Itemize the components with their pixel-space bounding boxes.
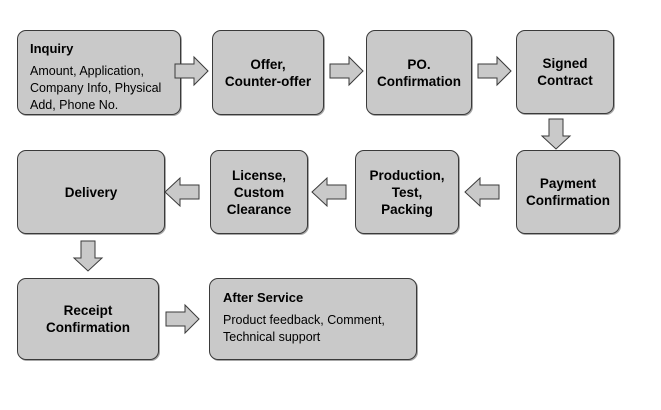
node-signed-contract-title: Signed Contract [537, 56, 593, 88]
node-delivery[interactable]: Delivery [17, 150, 165, 234]
node-inquiry-body: Amount, Application, Company Info, Physi… [30, 64, 162, 112]
node-delivery-title: Delivery [64, 184, 118, 200]
node-po-confirmation-title: PO. Confirmation [377, 56, 461, 89]
node-receipt-confirmation[interactable]: Receipt Confirmation [17, 278, 159, 360]
node-signed-contract[interactable]: Signed Contract [516, 30, 614, 114]
node-payment-confirmation-title: Payment Confirmation [526, 176, 610, 208]
node-license-custom-clearance[interactable]: License, Custom Clearance [210, 150, 308, 234]
node-offer[interactable]: Offer, Counter-offer [212, 30, 324, 115]
arrow-po-to-signed-contract-icon [477, 55, 513, 87]
node-inquiry-title: Inquiry [30, 41, 74, 56]
node-inquiry[interactable]: Inquiry Amount, Application, Company Inf… [17, 30, 181, 115]
node-payment-confirmation[interactable]: Payment Confirmation [516, 150, 620, 234]
arrow-offer-to-po-icon [329, 55, 365, 87]
node-production-test-packing[interactable]: Production, Test, Packing [355, 150, 459, 234]
arrow-delivery-to-receipt-icon [72, 240, 105, 273]
arrow-receipt-to-after-service-icon [165, 303, 201, 335]
arrow-signed-contract-to-payment-icon [540, 118, 573, 151]
node-offer-title: Offer, Counter-offer [224, 56, 312, 89]
node-after-service-title: After Service [223, 290, 304, 305]
node-after-service-body: Product feedback, Comment, Technical sup… [223, 313, 385, 344]
node-after-service[interactable]: After Service Product feedback, Comment,… [209, 278, 417, 360]
node-po-confirmation[interactable]: PO. Confirmation [366, 30, 472, 115]
node-license-custom-clearance-title: License, Custom Clearance [226, 167, 292, 217]
arrow-production-to-license-icon [310, 176, 348, 208]
node-receipt-confirmation-title: Receipt Confirmation [46, 303, 130, 335]
arrow-payment-to-production-icon [463, 176, 501, 208]
arrow-inquiry-to-offer-icon [174, 55, 210, 87]
node-production-test-packing-title: Production, Test, Packing [369, 167, 445, 217]
arrow-license-to-delivery-icon [163, 176, 201, 208]
